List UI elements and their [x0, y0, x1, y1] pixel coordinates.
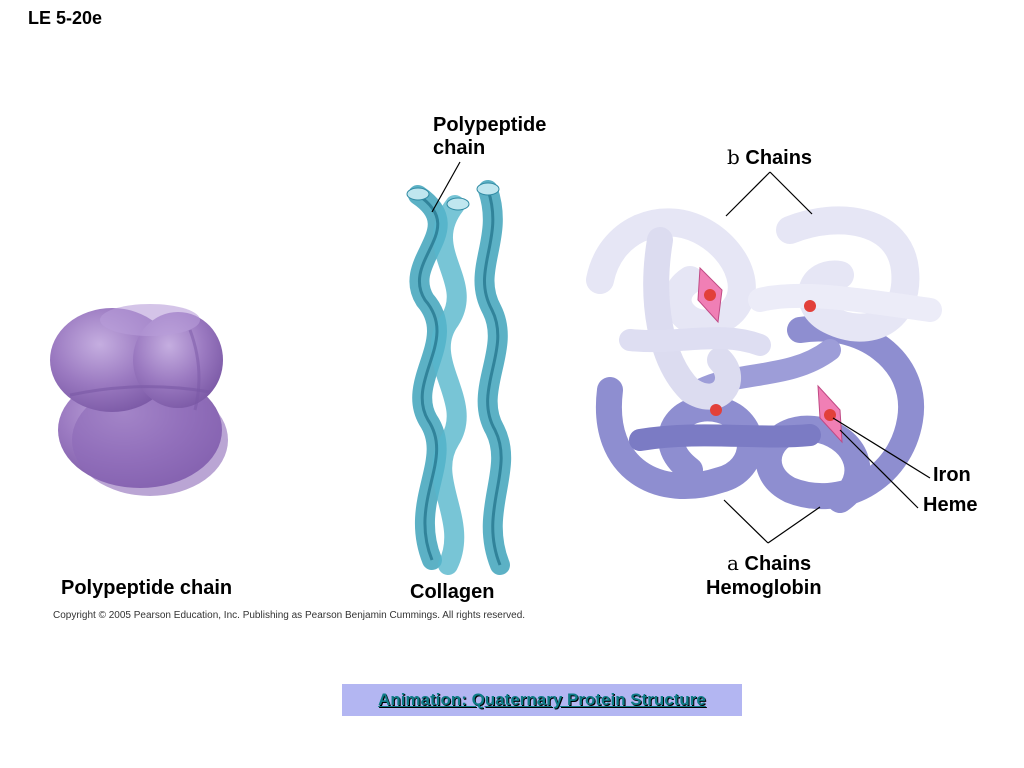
- hemoglobin-structure: [586, 171, 942, 544]
- iron-atom: [804, 300, 816, 312]
- beta-chains-label: b Chains: [727, 145, 812, 170]
- polypeptide-chain-label-bottom: Polypeptide chain: [61, 577, 233, 599]
- beta-symbol: b: [727, 145, 740, 169]
- collagen-label: Collagen: [410, 581, 495, 603]
- hemoglobin-label: Hemoglobin: [706, 577, 822, 599]
- globular-protein-blob: [50, 304, 228, 496]
- alpha-chains-label: a Chains: [727, 551, 811, 576]
- animation-link[interactable]: Animation: Quaternary Protein Structure: [378, 690, 706, 709]
- animation-link-box[interactable]: Animation: Quaternary Protein Structure: [342, 684, 742, 716]
- beta-chains-text: Chains: [745, 147, 813, 169]
- heme-group: [697, 266, 723, 324]
- slide-label: LE 5-20e: [28, 8, 103, 28]
- alpha-chains-text: Chains: [744, 553, 812, 575]
- copyright-notice: Copyright © 2005 Pearson Education, Inc.…: [53, 610, 526, 621]
- collagen-triple-helix: [406, 161, 512, 575]
- polypeptide-chain-label-top: Polypeptide chain: [433, 114, 547, 159]
- heme-group: [817, 384, 843, 444]
- iron-atom: [710, 404, 722, 416]
- alpha-symbol: a: [727, 551, 739, 575]
- iron-label: Iron: [933, 464, 971, 486]
- heme-label: Heme: [923, 494, 978, 516]
